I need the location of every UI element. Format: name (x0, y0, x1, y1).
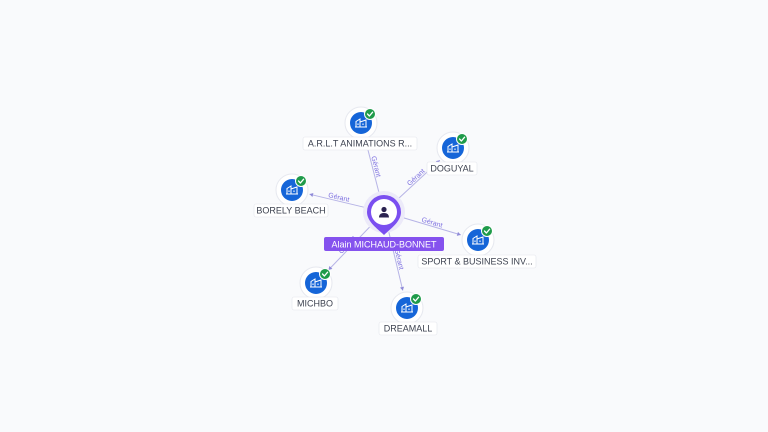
node-label-background (302, 136, 418, 151)
center-node[interactable]: Alain MICHAUD-BONNET (324, 191, 444, 251)
edge-relation-label: Gérant (369, 156, 381, 179)
company-name-label: BORELY BEACH (256, 206, 325, 216)
person-icon (379, 206, 389, 218)
building-icon (447, 143, 459, 153)
verified-check-icon (319, 268, 331, 280)
company-name-label: MICHBO (297, 299, 333, 309)
edge-relation-label: Gérant (406, 168, 426, 188)
center-label-background (324, 237, 444, 251)
building-icon (401, 303, 413, 313)
edge-line (401, 216, 461, 236)
company-name-label: A.R.L.T ANIMATIONS R... (308, 139, 412, 149)
company-node-michbo[interactable]: MICHBO (291, 266, 339, 311)
node-label-background (291, 296, 339, 311)
center-name-label: Alain MICHAUD-BONNET (331, 240, 437, 250)
node-label-background (426, 161, 478, 176)
edge-arrow-icon (328, 266, 333, 271)
edge-relation-label: Gérant (393, 248, 405, 270)
company-node-sport[interactable]: SPORT & BUSINESS INV... (417, 223, 537, 269)
node-label-background (417, 254, 537, 269)
edge-arrow-icon (399, 286, 405, 291)
building-icon (355, 118, 367, 128)
edge-line (309, 193, 367, 209)
nodes-layer: A.R.L.T ANIMATIONS R... DOGUYAL BORELY BEA… (253, 106, 537, 336)
company-name-label: SPORT & BUSINESS INV... (421, 257, 532, 267)
edge-relation-label: Gérant (327, 192, 349, 204)
edge-relation-label: Gérant (421, 217, 444, 230)
verified-check-icon (481, 225, 493, 237)
building-icon (472, 235, 484, 245)
edge-borely: Gérant (309, 192, 367, 209)
verified-check-icon (456, 133, 468, 145)
edge-sport: Gérant (401, 216, 461, 236)
company-node-doguyal[interactable]: DOGUYAL (426, 131, 478, 176)
company-name-label: DOGUYAL (430, 164, 473, 174)
edge-arrow-icon (456, 231, 461, 236)
company-node-borely[interactable]: BORELY BEACH (253, 173, 329, 218)
node-label-background (378, 321, 438, 336)
company-node-arlt[interactable]: A.R.L.T ANIMATIONS R... (302, 106, 418, 151)
company-name-label: DREAMALL (384, 324, 433, 334)
edge-arrow-icon (309, 192, 314, 198)
verified-check-icon (410, 293, 422, 305)
verified-check-icon (364, 108, 376, 120)
verified-check-icon (295, 175, 307, 187)
company-node-dreamall[interactable]: DREAMALL (378, 291, 438, 336)
building-icon (286, 185, 298, 195)
node-label-background (253, 203, 329, 218)
building-icon (310, 278, 322, 288)
